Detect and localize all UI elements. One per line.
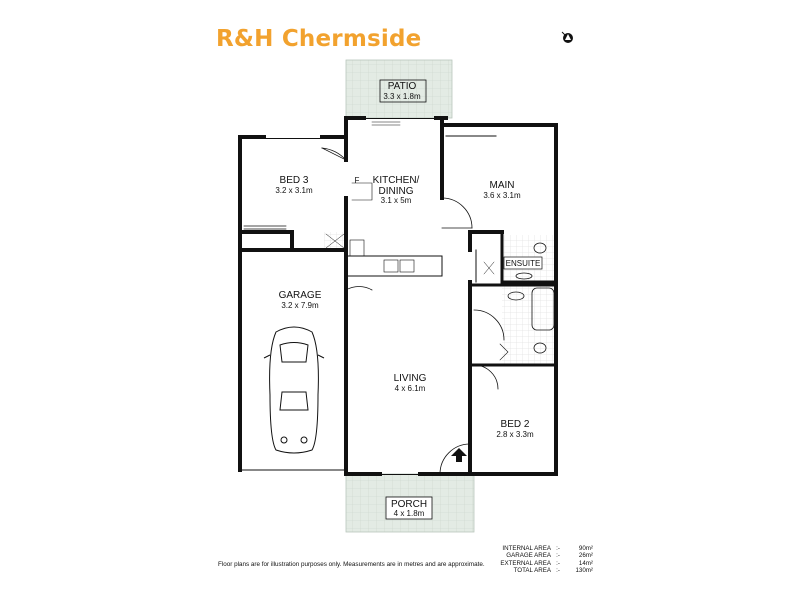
area-label: INTERNAL AREA: [502, 545, 551, 552]
area-row-internal: INTERNAL AREA :- 90m²: [483, 545, 593, 552]
area-label: EXTERNAL AREA: [500, 559, 551, 567]
area-separator: :-: [556, 566, 560, 574]
kitchen-dims: 3.1 x 5m: [381, 196, 412, 205]
area-label: GARAGE AREA: [506, 552, 551, 560]
north-arrow-icon: [561, 31, 573, 43]
garage-label: GARAGE: [279, 290, 322, 301]
disclaimer-text: Floor plans are for illustration purpose…: [218, 561, 485, 568]
brand-title: R&H Chermside: [216, 26, 422, 52]
area-separator: :-: [556, 545, 560, 552]
living-label: LIVING: [394, 373, 427, 384]
porch-dims: 4 x 1.8m: [394, 509, 425, 518]
bathroom-floor: [502, 285, 558, 365]
area-row-garage: GARAGE AREA :- 26m²: [483, 552, 593, 559]
garage-dims: 3.2 x 7.9m: [281, 301, 319, 310]
bathtub: [531, 287, 555, 331]
bed3-walls: [238, 135, 266, 472]
area-separator: :-: [556, 559, 560, 567]
area-row-total: TOTAL AREA :- 130m²: [483, 567, 593, 574]
area-value: 90m²: [578, 545, 593, 552]
entry-arrow-icon: [451, 448, 467, 462]
living-dims: 4 x 6.1m: [395, 384, 426, 393]
bed3-label: BED 3: [280, 175, 309, 186]
area-value: 26m²: [578, 552, 593, 560]
patio-dims: 3.3 x 1.8m: [383, 92, 421, 101]
area-value: 130m²: [575, 566, 593, 574]
area-row-external: EXTERNAL AREA :- 14m²: [483, 560, 593, 567]
kitchen-bench: [345, 255, 443, 277]
ensuite-label: ENSUITE: [506, 259, 541, 268]
kitchen-label-1: KITCHEN/: [373, 175, 420, 186]
area-label: TOTAL AREA: [513, 566, 551, 574]
bed2-label: BED 2: [501, 419, 530, 430]
area-summary: INTERNAL AREA :- 90m² GARAGE AREA :- 26m…: [483, 545, 593, 574]
fridge-mark: F: [355, 176, 360, 185]
area-value: 14m²: [578, 559, 593, 567]
bed2-dims: 2.8 x 3.3m: [496, 430, 534, 439]
kitchen-label-2: DINING: [379, 186, 414, 197]
main-label: MAIN: [490, 180, 515, 191]
patio-label: PATIO: [388, 81, 417, 92]
porch-label: PORCH: [391, 499, 427, 510]
bed3-dims: 3.2 x 3.1m: [275, 186, 313, 195]
main-dims: 3.6 x 3.1m: [483, 191, 521, 200]
car-icon: [263, 326, 325, 454]
area-separator: :-: [556, 552, 560, 560]
